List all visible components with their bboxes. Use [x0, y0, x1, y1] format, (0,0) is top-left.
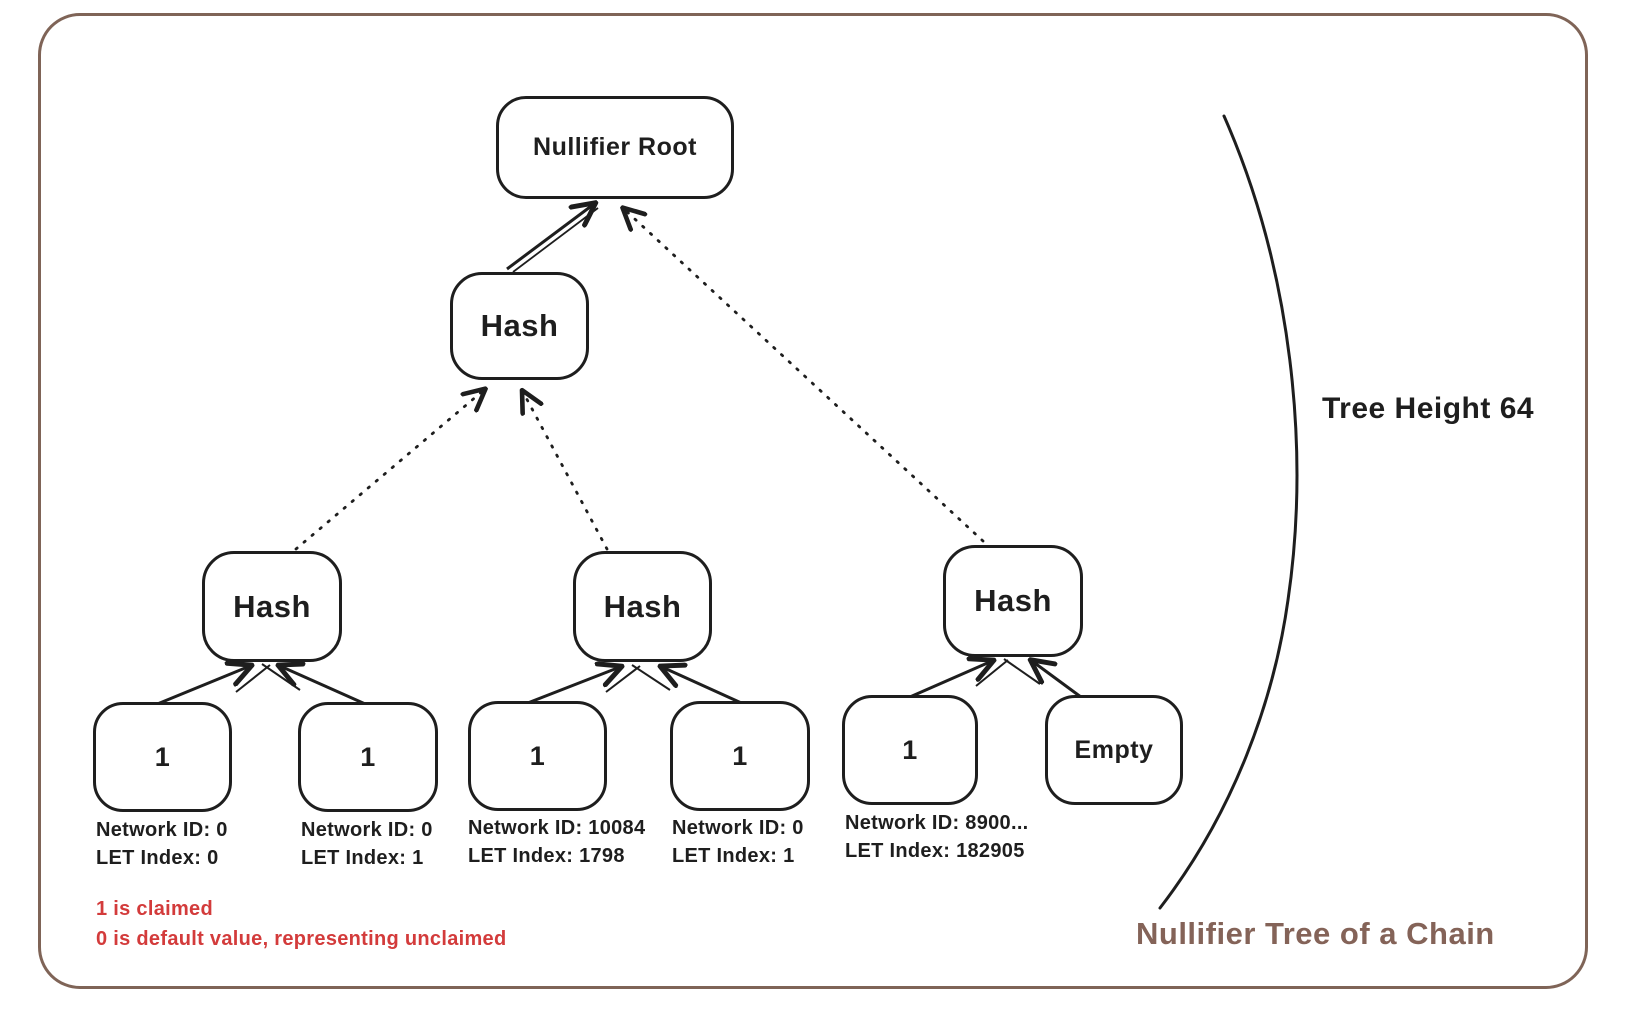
leaf-label-5-line2: LET Index: 182905 — [845, 840, 1025, 862]
edge-hash3-junction-sketch2 — [1003, 658, 1041, 685]
leaf-node-2-value: 1 — [360, 741, 376, 772]
node-hash-level2: Hash — [450, 272, 589, 380]
legend-note: 1 is claimed 0 is default value, represe… — [96, 894, 507, 954]
diagram-caption: Nullifier Tree of a Chain — [1136, 916, 1495, 951]
node-hash-level3-1-label: Hash — [233, 588, 311, 624]
leaf-node-empty-value: Empty — [1074, 735, 1154, 764]
leaf-label-1-line2: LET Index: 0 — [96, 847, 219, 869]
leaf-label-4-line1: Network ID: 0 — [672, 817, 804, 839]
leaf-node-5: 1 — [842, 695, 978, 805]
edge-leaf1-to-hash1 — [149, 666, 250, 709]
leaf-label-1: Network ID: 0 LET Index: 0 — [96, 816, 228, 872]
leaf-label-3: Network ID: 10084 LET Index: 1798 — [468, 814, 645, 870]
leaf-node-4: 1 — [670, 701, 810, 811]
edge-hash2-to-l2-dotted — [523, 392, 609, 551]
leaf-node-3-value: 1 — [529, 740, 546, 771]
leaf-label-2-line1: Network ID: 0 — [301, 819, 433, 841]
node-hash-level3-2-label: Hash — [603, 588, 682, 624]
edge-leaf3-to-hash2 — [519, 667, 620, 708]
leaf-label-3-line1: Network ID: 10084 — [468, 817, 646, 839]
leaf-label-1-line1: Network ID: 0 — [96, 819, 228, 841]
edge-leaf2-to-hash1 — [280, 666, 373, 709]
leaf-label-3-line2: LET Index: 1798 — [468, 845, 625, 867]
edge-hash2-junction-sketch2 — [631, 664, 671, 691]
leaf-label-4: Network ID: 0 LET Index: 1 — [672, 814, 804, 870]
legend-note-line2: 0 is default value, representing unclaim… — [96, 928, 507, 950]
edge-hash1-junction-sketch2 — [261, 663, 301, 691]
frame-border — [38, 13, 1588, 989]
leaf-node-1-value: 1 — [154, 741, 171, 772]
leaf-node-1: 1 — [93, 702, 232, 812]
edge-leaf4-to-hash2 — [662, 667, 749, 708]
edge-hash3-junction-sketch — [975, 659, 1009, 687]
node-nullifier-root: Nullifier Root — [496, 96, 734, 199]
legend-note-line1: 1 is claimed — [96, 898, 213, 920]
edge-hash-to-root-sketch — [512, 207, 599, 273]
node-nullifier-root-label: Nullifier Root — [533, 133, 697, 161]
leaf-label-4-line2: LET Index: 1 — [672, 845, 795, 867]
leaf-label-2: Network ID: 0 LET Index: 1 — [301, 816, 433, 872]
tree-height-annotation: Tree Height 64 — [1322, 392, 1535, 425]
node-hash-level3-1: Hash — [202, 551, 342, 662]
edge-hash2-junction-sketch — [605, 665, 641, 693]
leaf-node-empty: Empty — [1045, 695, 1183, 805]
node-hash-level3-2: Hash — [573, 551, 712, 662]
edge-hash3-to-root-dotted — [624, 209, 985, 543]
leaf-node-5-value: 1 — [902, 734, 918, 765]
leaf-label-2-line2: LET Index: 1 — [301, 847, 424, 869]
edge-leaf6-to-hash3 — [1032, 661, 1086, 702]
brace-curve — [1158, 114, 1299, 910]
leaf-node-4-value: 1 — [732, 740, 748, 771]
leaf-label-5-line1: Network ID: 8900... — [845, 812, 1029, 834]
node-hash-level3-3-label: Hash — [974, 583, 1052, 618]
leaf-node-2: 1 — [298, 702, 438, 812]
edge-hash1-junction-sketch — [235, 664, 271, 693]
node-hash-level3-3: Hash — [943, 545, 1083, 657]
node-hash-level2-label: Hash — [480, 308, 559, 343]
edge-leaf5-to-hash3 — [902, 661, 992, 702]
leaf-label-5: Network ID: 8900... LET Index: 182905 — [845, 809, 1029, 865]
edge-hash-to-root — [506, 204, 594, 271]
leaf-node-3: 1 — [468, 701, 607, 811]
edge-hash1-to-l2-dotted — [294, 390, 484, 551]
